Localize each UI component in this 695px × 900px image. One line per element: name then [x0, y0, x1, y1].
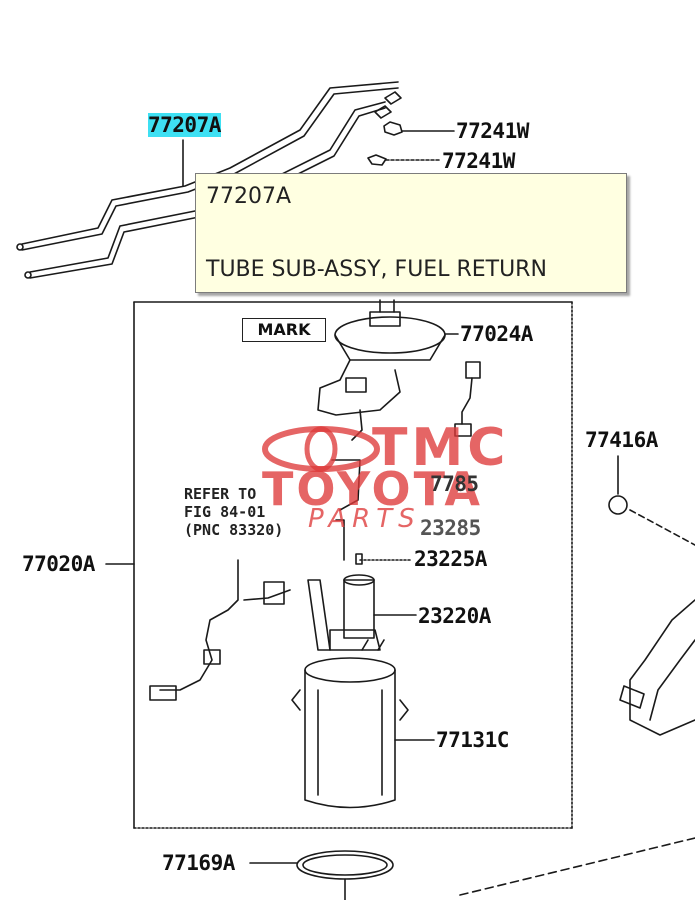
pump-shapes [307, 459, 417, 651]
gasket-shape [249, 850, 394, 900]
tooltip-part-description: TUBE SUB-ASSY, FUEL RETURN [206, 257, 547, 282]
refer-note-line-3: (PNC 83320) [184, 521, 284, 539]
assembly-frame [105, 301, 573, 829]
tank-parts [459, 455, 695, 896]
callout-23225A[interactable]: 23225A [414, 547, 487, 571]
callout-7785[interactable]: 7785 [430, 472, 479, 496]
callout-23285[interactable]: 23285 [420, 516, 481, 540]
tooltip-part-code: 77207A [206, 184, 292, 209]
callout-77416A[interactable]: 77416A [585, 428, 658, 452]
watermark-oval-icon [262, 426, 380, 472]
mark-label: MARK [242, 318, 326, 342]
watermark-parts: PARTS [308, 504, 421, 534]
callout-77024A[interactable]: 77024A [460, 322, 533, 346]
callout-77241W-2[interactable]: 77241W [442, 149, 515, 173]
watermark-line-1: TMC [372, 418, 510, 478]
refer-note-line-2: FIG 84-01 [184, 503, 266, 521]
part-tooltip: 77207A TUBE SUB-ASSY, FUEL RETURN [195, 173, 627, 293]
sender-gauge-shape [317, 299, 459, 441]
refer-note[interactable]: REFER TO FIG 84-01 (PNC 83320) [184, 485, 283, 539]
callout-77207A-text: 77207A [148, 113, 221, 137]
sensor-shape [454, 361, 481, 437]
refer-note-line-1: REFER TO [184, 485, 257, 503]
callout-77241W-1[interactable]: 77241W [456, 119, 529, 143]
watermark-toyota: TOYOTA [262, 462, 484, 516]
callout-77169A[interactable]: 77169A [162, 851, 235, 875]
clamp-shapes [367, 121, 455, 166]
callout-77020A[interactable]: 77020A [22, 552, 95, 576]
filter-case-shape [291, 639, 435, 809]
callout-77207A[interactable]: 77207A [148, 113, 221, 137]
callout-77131C[interactable]: 77131C [436, 728, 509, 752]
watermark-logo: TMC [262, 418, 509, 478]
wire-harness [149, 559, 291, 701]
callout-23220A[interactable]: 23220A [418, 604, 491, 628]
